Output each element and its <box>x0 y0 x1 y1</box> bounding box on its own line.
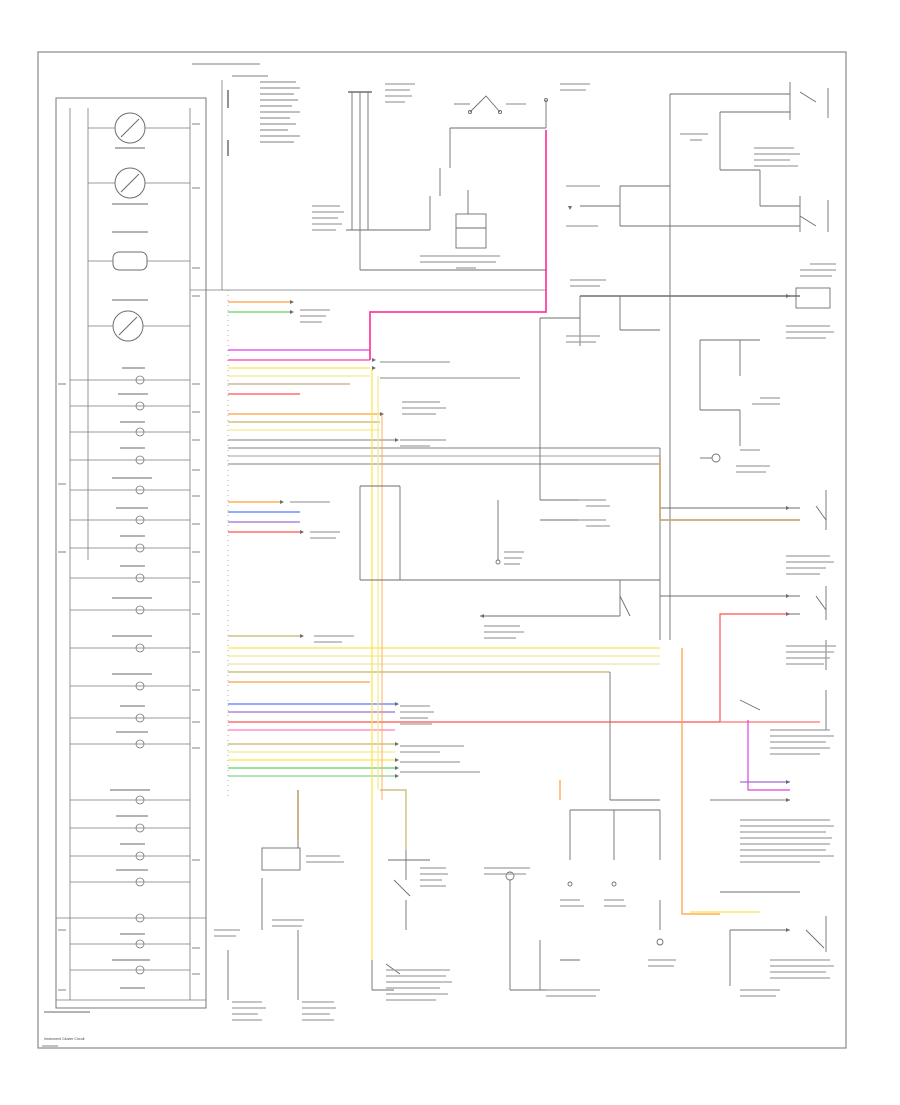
cluster-label-marks <box>44 147 152 1013</box>
diagram-stroke <box>480 614 484 618</box>
bottom-components <box>227 840 430 1000</box>
speedometer-gauge-icon <box>88 310 190 342</box>
label-marks <box>42 83 836 1047</box>
cluster-pin-marks <box>58 123 200 991</box>
diagram-stroke <box>135 939 145 949</box>
diagram-stroke <box>135 573 145 583</box>
diagram-stroke <box>395 758 399 762</box>
diagram-stroke <box>135 401 145 411</box>
diagram-stroke <box>455 213 487 249</box>
diagram-stroke <box>135 643 145 653</box>
diagram-stroke <box>135 713 145 723</box>
diagram-stroke <box>290 300 294 304</box>
cluster-connector <box>190 63 546 800</box>
diagram-stroke <box>395 702 399 706</box>
diagram-stroke <box>505 871 515 881</box>
diagram-stroke <box>469 95 501 113</box>
indicator-bulb-rows <box>56 375 206 1001</box>
diagram-stroke <box>544 98 548 102</box>
diagram-stroke <box>805 929 825 949</box>
diagram-frame <box>37 51 847 1049</box>
diagram-stroke <box>567 881 573 887</box>
connector-arrow-marks <box>280 206 790 932</box>
diagram-stroke <box>786 594 790 598</box>
diagram-stroke <box>395 766 399 770</box>
diagram-stroke <box>372 358 376 362</box>
diagram-stroke <box>135 913 145 923</box>
diagram-stroke <box>656 938 664 946</box>
diagram-stroke <box>786 798 790 802</box>
diagram-stroke <box>786 294 790 298</box>
diagram-stroke <box>739 699 761 711</box>
top-center-components <box>346 82 829 640</box>
instrument-cluster <box>44 97 207 1013</box>
temperature-gauge-icon <box>88 167 190 199</box>
diagram-stroke <box>120 118 140 138</box>
odometer-display-icon <box>88 251 190 271</box>
diagram-stroke <box>135 375 145 385</box>
instrument-cluster-box <box>55 97 207 1009</box>
diagram-stroke <box>395 742 399 746</box>
diagram-stroke <box>135 605 145 615</box>
diagram-stroke <box>135 823 145 833</box>
diagram-stroke <box>815 595 827 611</box>
diagram-stroke <box>135 515 145 525</box>
diagram-stroke <box>619 595 631 617</box>
tachometer-gauge-icon <box>88 112 190 144</box>
footer-label: Instrument Cluster Circuit <box>44 1037 85 1041</box>
diagram-stroke <box>393 879 411 897</box>
diagram-stroke <box>135 739 145 749</box>
diagram-stroke <box>611 881 617 887</box>
diagram-stroke <box>280 500 284 504</box>
right-side-circuits <box>359 287 831 991</box>
diagram-stroke <box>112 251 148 271</box>
diagram-stroke <box>135 795 145 805</box>
diagram-stroke <box>135 485 145 495</box>
diagram-stroke <box>786 928 790 932</box>
diagram-stroke <box>135 681 145 691</box>
wire-tan-right <box>659 456 800 521</box>
diagram-stroke <box>261 847 301 871</box>
diagram-stroke <box>118 316 138 336</box>
harness-wires <box>228 130 720 960</box>
diagram-stroke <box>495 559 501 565</box>
diagram-stroke <box>395 774 399 778</box>
diagram-stroke <box>385 963 401 975</box>
wire-magenta-right <box>747 720 790 791</box>
diagram-stroke <box>786 612 790 616</box>
diagram-stroke <box>380 412 384 416</box>
diagram-stroke <box>300 530 304 534</box>
diagram-stroke <box>372 366 376 370</box>
diagram-stroke <box>568 206 572 210</box>
right-colored-wires <box>559 456 820 915</box>
diagram-stroke <box>467 109 473 115</box>
diagram-stroke <box>300 634 304 638</box>
diagram-stroke <box>711 453 721 463</box>
diagram-stroke <box>135 427 145 437</box>
diagram-stroke <box>799 91 817 103</box>
diagram-stroke <box>799 215 817 227</box>
diagram-stroke <box>135 877 145 887</box>
diagram-stroke <box>135 455 145 465</box>
diagram-stroke <box>120 173 140 193</box>
wire-orange-right <box>681 648 720 915</box>
diagram-stroke <box>786 506 790 510</box>
diagram-stroke <box>497 109 503 115</box>
diagram-stroke <box>786 780 790 784</box>
wire-red-right <box>719 613 790 722</box>
wire-pink-riser <box>369 130 547 360</box>
wire-khaki-to-relay <box>380 789 407 850</box>
diagram-stroke <box>815 505 827 521</box>
diagram-stroke <box>135 851 145 861</box>
diagram-stroke <box>135 965 145 975</box>
diagram-stroke <box>395 438 399 442</box>
diagram-stroke <box>135 543 145 553</box>
diagram-stroke <box>290 310 294 314</box>
diagram-stroke <box>795 287 831 309</box>
